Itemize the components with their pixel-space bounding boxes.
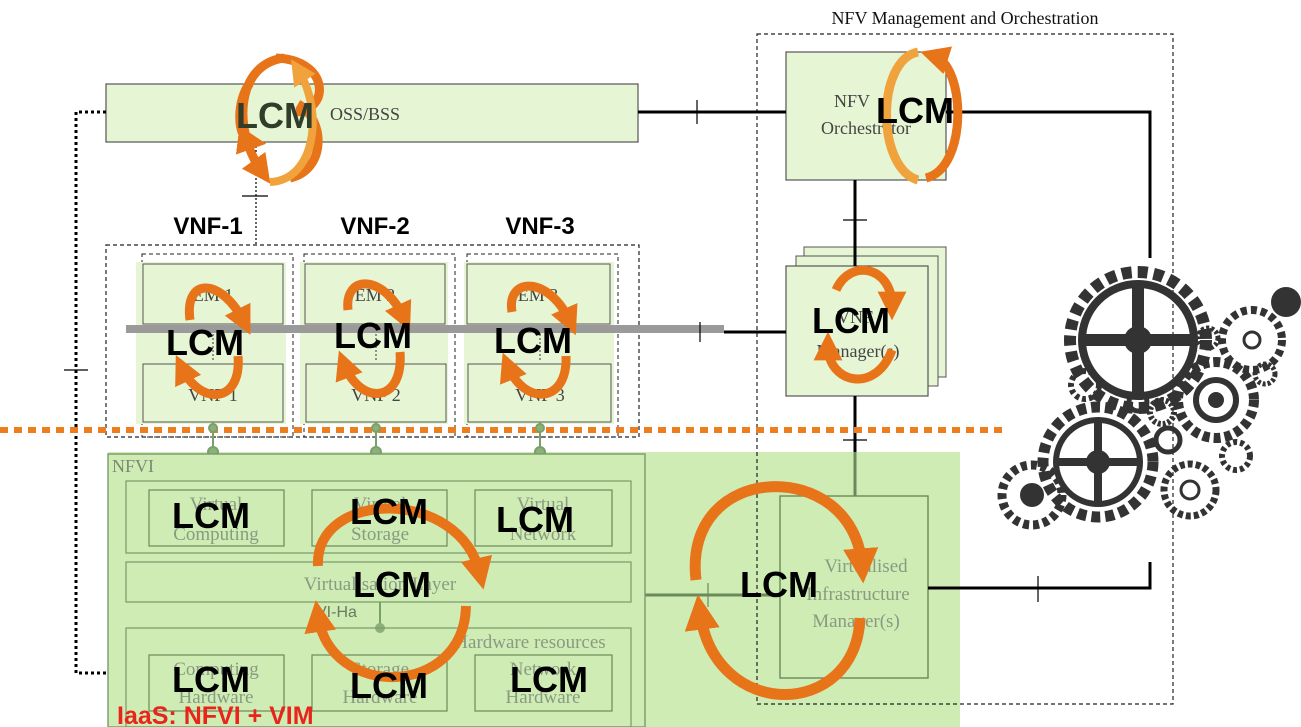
cycle-arrow-oss-bottom (288, 100, 323, 183)
lcm-virtual-network: LCM (496, 499, 574, 540)
cycle-arrow-orch-left (882, 47, 920, 185)
lcm-virtual-storage: LCM (350, 491, 428, 532)
cycle-arrow-nfvi-top (312, 503, 493, 590)
virtual-computing-line2: Computing (173, 524, 259, 545)
lcm-vnf-1: LCM (166, 322, 244, 363)
virtual-storage-line2: Storage (351, 524, 409, 545)
network-hardware-line2: Hardware (506, 687, 581, 708)
virtual-computing-line1: Virtual (190, 494, 243, 515)
orchestrator-line1: NFV (834, 91, 870, 111)
vnf-1-title: VNF-1 (173, 213, 242, 240)
cycle-arrow-vnf3-top (507, 281, 578, 336)
em-3-box (466, 263, 611, 325)
computing-hardware-line1: Computing (173, 659, 259, 680)
hardware-resources-label: Hardware resources (454, 632, 605, 653)
vnf-3-title: VNF-3 (505, 213, 574, 240)
cycle-arrow-vnf2-top (343, 279, 412, 332)
ve-vnfm-bar (126, 325, 724, 333)
cycle-arrow-oss-tail (269, 59, 317, 186)
vnfm-box (785, 265, 929, 397)
virtual-network-line2: Network (510, 524, 577, 545)
nfvi-label: NFVI (112, 456, 154, 476)
hardware-resources-row (125, 627, 632, 727)
lcm-virtual-computing: LCM (172, 495, 250, 536)
vnf-2-title: VNF-2 (340, 213, 409, 240)
em-2-box (304, 263, 446, 325)
computing-hardware-line2: Hardware (179, 687, 254, 708)
lcm-storage-hardware: LCM (350, 665, 428, 706)
virtual-computing-box (148, 489, 285, 547)
iaas-caption: IaaS: NFVI + VIM (117, 702, 314, 727)
network-hardware-box (474, 654, 613, 712)
cycle-arrow-vnf3-bottom (499, 352, 571, 399)
cycle-arrow-vim-top (689, 481, 879, 584)
lcm-oss: LCM (236, 95, 314, 136)
virtualisation-layer-label: Virtualisation Layer (304, 574, 457, 595)
virtual-resources-row (125, 480, 632, 554)
virtualisation-layer-box (125, 561, 632, 603)
or-gears-line (946, 110, 1152, 258)
cycle-arrow-oss-left (238, 53, 285, 184)
cycle-arrow-nfvi-bottom (304, 600, 471, 682)
lcm-network-hardware: LCM (510, 659, 588, 700)
nfvi-frame (107, 453, 646, 727)
lcm-vim: LCM (740, 564, 818, 605)
orchestrator-box (785, 51, 947, 181)
cycle-arrow-vnfm-top (831, 265, 907, 321)
network-hardware-line1: Network (510, 659, 577, 680)
storage-hardware-line2: Hardware (343, 687, 418, 708)
cycle-arrow-orch-right (920, 46, 963, 183)
storage-hardware-box (311, 654, 448, 712)
computing-hardware-box (148, 654, 285, 712)
gears-icon (997, 266, 1301, 530)
lcm-vnf-3: LCM (494, 320, 572, 361)
virtual-network-line1: Virtual (517, 494, 570, 515)
vnf-group-frame (105, 244, 640, 438)
lcm-orchestrator: LCM (876, 90, 954, 131)
cycle-arrow-vnf1-bottom (175, 354, 243, 399)
oss-bss-box (105, 83, 639, 143)
virtual-storage-box (311, 489, 448, 547)
cycle-arrow-vnf2-bottom (335, 350, 405, 398)
vim-gears-line (928, 562, 1152, 590)
mano-title: NFV Management and Orchestration (831, 8, 1098, 28)
lcm-vnf-2: LCM (334, 315, 412, 356)
vnfm-line1: VNF (837, 307, 873, 327)
vim-line2: Infrastructure (806, 584, 909, 605)
cycle-arrow-vnf1-top (184, 283, 251, 335)
cycle-arrow-vim-bottom (684, 594, 866, 700)
lcm-nfvi-center: LCM (353, 564, 431, 605)
cycle-arrow-vnfm-bottom (813, 331, 897, 384)
mano-frame (756, 33, 1174, 705)
virtual-network-box (474, 489, 613, 547)
lcm-vnfm: LCM (812, 300, 890, 341)
lcm-computing-hardware: LCM (172, 659, 250, 700)
oss-bss-label: OSS/BSS (330, 104, 400, 124)
